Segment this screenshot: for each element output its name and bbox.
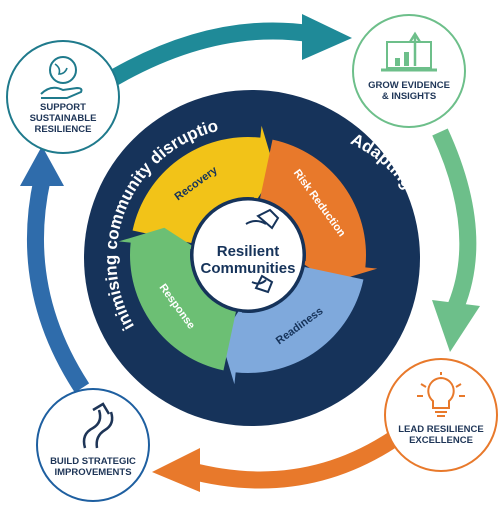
flow-arrow-support-to-grow [95, 22, 314, 94]
flow-arrowhead-lead-to-build [152, 448, 200, 492]
center-circle [190, 197, 306, 313]
node-build-strategic-improvements: BUILD STRATEGIC IMPROVEMENTS [36, 388, 150, 502]
laptop-chart-icon [381, 31, 437, 72]
center-title-line1: Resilient [217, 243, 280, 260]
node-label-build: BUILD STRATEGIC IMPROVEMENTS [50, 456, 136, 478]
center-title-line2: Communities [200, 260, 295, 277]
flow-arrow-build-to-support [26, 178, 90, 393]
handshake-puzzle-icon [245, 208, 280, 294]
flow-arrowhead-grow-to-lead [432, 300, 480, 352]
node-label-grow: GROW EVIDENCE & INSIGHTS [368, 80, 450, 102]
segment-response [118, 227, 236, 371]
node-label-lead: LEAD RESILIENCE EXCELLENCE [398, 424, 484, 446]
segment-readiness [220, 267, 364, 385]
node-support-sustainable-resilience: SUPPORT SUSTAINABLE RESILIENCE [6, 40, 120, 154]
flow-arrow-lead-to-build [185, 432, 397, 489]
flow-arrowhead-support-to-grow [302, 14, 352, 60]
segment-risk-reduction [260, 139, 378, 283]
globe-hand-icon [40, 56, 83, 99]
node-label-support: SUPPORT SUSTAINABLE RESILIENCE [29, 102, 97, 135]
node-lead-resilience-excellence: LEAD RESILIENCE EXCELLENCE [384, 358, 498, 472]
node-grow-evidence-insights: GROW EVIDENCE & INSIGHTS [352, 14, 466, 128]
flow-arrowhead-build-to-support [20, 146, 64, 186]
segment-recovery [132, 125, 276, 243]
road-arrow-icon [82, 402, 114, 449]
flow-arrow-grow-to-lead [432, 128, 477, 310]
lightbulb-brain-icon [417, 372, 465, 417]
